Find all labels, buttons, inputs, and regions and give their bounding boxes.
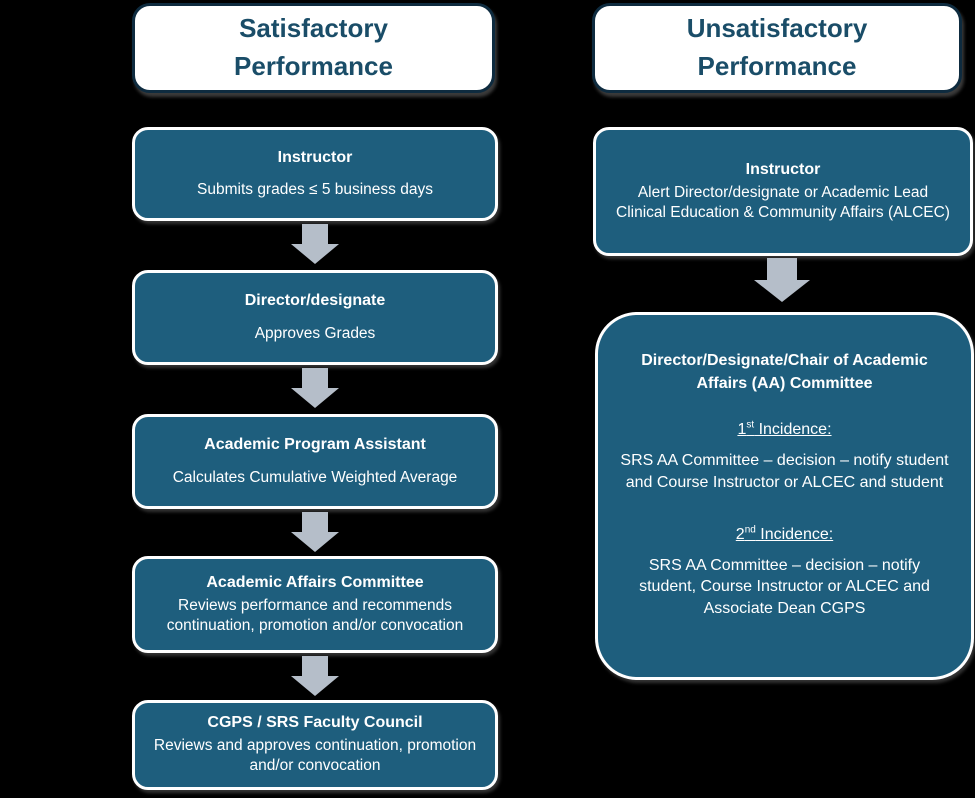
node-title: Academic Affairs Committee bbox=[206, 573, 424, 591]
incidence-label: Incidence: bbox=[754, 421, 832, 439]
node-academic-affairs-committee: Academic Affairs Committee Reviews perfo… bbox=[132, 556, 498, 653]
node-cgps-srs-faculty-council: CGPS / SRS Faculty Council Reviews and a… bbox=[132, 700, 498, 790]
node-title: Instructor bbox=[277, 148, 353, 166]
node-instructor-satisfactory: Instructor Submits grades ≤ 5 business d… bbox=[132, 127, 498, 221]
node-director-designate: Director/designate Approves Grades bbox=[132, 270, 498, 365]
node-body: Calculates Cumulative Weighted Average bbox=[172, 468, 458, 486]
node-title: Academic Program Assistant bbox=[204, 436, 426, 454]
down-arrow-icon bbox=[291, 224, 339, 264]
node-body: Reviews performance and recommends conti… bbox=[166, 596, 464, 634]
node-body: Approves Grades bbox=[254, 324, 376, 342]
incidence-label: Incidence: bbox=[755, 525, 834, 543]
node-title: Instructor bbox=[745, 160, 821, 178]
arrow-shaft bbox=[302, 368, 328, 388]
node-instructor-unsatisfactory: Instructor Alert Director/designate or A… bbox=[593, 127, 973, 256]
node-body: Submits grades ≤ 5 business days bbox=[197, 181, 433, 199]
node-body: Alert Director/designate or Academic Lea… bbox=[616, 183, 950, 221]
node-body: Reviews and approves continuation, promo… bbox=[153, 737, 477, 775]
node-title: Director/designate bbox=[244, 292, 386, 310]
arrow-shaft bbox=[302, 512, 328, 532]
node-director-designate-chair-aa-committee: Director/Designate/Chair of Academic Aff… bbox=[595, 312, 974, 680]
satisfactory-performance-label: Satisfactory Performance bbox=[234, 13, 393, 81]
first-incidence-heading: 1st Incidence: bbox=[737, 421, 831, 439]
arrow-head bbox=[291, 244, 339, 264]
down-arrow-icon bbox=[291, 512, 339, 552]
unsatisfactory-performance-header: Unsatisfactory Performance bbox=[592, 3, 962, 93]
arrow-head bbox=[291, 676, 339, 696]
down-arrow-icon bbox=[291, 656, 339, 696]
incidence-number: 2 bbox=[735, 525, 745, 543]
second-incidence-body: SRS AA Committee – decision – notify stu… bbox=[639, 556, 930, 617]
node-title: CGPS / SRS Faculty Council bbox=[207, 714, 423, 732]
incidence-ordinal-suffix: st bbox=[746, 420, 755, 432]
incidence-number: 1 bbox=[737, 421, 747, 439]
arrow-head bbox=[754, 280, 810, 302]
node-title: Director/Designate/Chair of Academic Aff… bbox=[641, 352, 928, 393]
arrow-shaft bbox=[302, 224, 328, 244]
arrow-shaft bbox=[767, 258, 797, 280]
node-academic-program-assistant: Academic Program Assistant Calculates Cu… bbox=[132, 414, 498, 509]
unsatisfactory-performance-label: Unsatisfactory Performance bbox=[686, 13, 868, 81]
arrow-head bbox=[291, 532, 339, 552]
arrow-head bbox=[291, 388, 339, 408]
incidence-ordinal-suffix: nd bbox=[744, 524, 756, 536]
satisfactory-performance-header: Satisfactory Performance bbox=[132, 3, 495, 93]
down-arrow-icon bbox=[291, 368, 339, 408]
down-arrow-icon bbox=[754, 258, 810, 302]
second-incidence-heading: 2nd Incidence: bbox=[735, 524, 834, 544]
first-incidence-body: SRS AA Committee – decision – notify stu… bbox=[620, 452, 949, 491]
arrow-shaft bbox=[302, 656, 328, 676]
